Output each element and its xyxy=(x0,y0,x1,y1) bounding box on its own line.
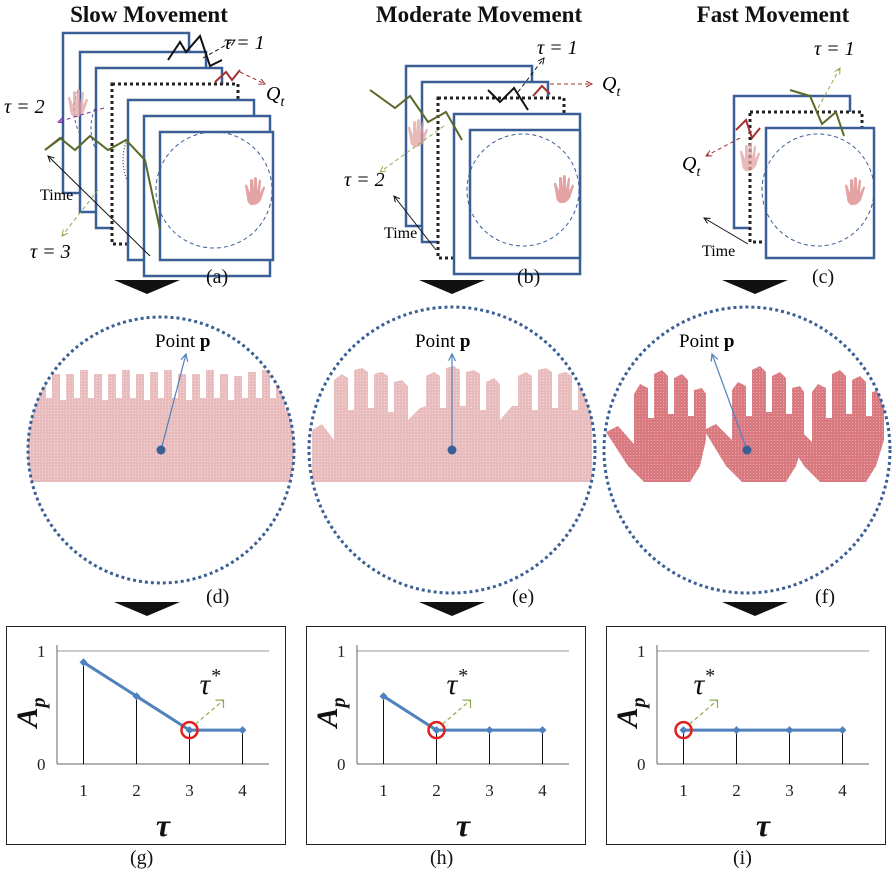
tau2-label-slow: τ = 2 xyxy=(4,96,45,118)
data-point xyxy=(732,726,741,735)
data-point xyxy=(79,658,88,667)
x-tick-label: 4 xyxy=(538,781,547,800)
y-axis-label: Ap xyxy=(611,697,650,729)
down-arrow-b xyxy=(419,280,485,294)
chart-g: 0 1 τ* 1 2 3 4 τ Ap xyxy=(11,642,269,843)
chart-h: 0 1 τ* 1 2 3 4 τ Ap xyxy=(311,642,569,843)
chart-i-box: 0 1 τ* 1 2 3 4 τ Ap xyxy=(606,626,886,845)
label-f: (f) xyxy=(815,586,835,608)
qt-label-fast: Qt xyxy=(682,153,701,180)
y-axis-label: Ap xyxy=(11,697,50,729)
tau-star-arrowhead xyxy=(215,699,225,709)
y-tick-label: 1 xyxy=(37,642,46,661)
x-tick-label: 1 xyxy=(79,781,88,800)
x-tick-label: 2 xyxy=(732,781,741,800)
tau-star-label: τ* xyxy=(200,665,221,701)
tau-star-highlight xyxy=(674,720,693,740)
point-p-label-moderate: Point p xyxy=(415,331,470,352)
qt-label-slow: Qt xyxy=(266,83,285,110)
hand-circles-diagram: Point p Point p Point p xyxy=(26,305,892,616)
x-tick-label: 1 xyxy=(379,781,388,800)
label-i: (i) xyxy=(733,847,752,869)
point-p-marker-fast xyxy=(742,445,752,455)
x-tick-label: 4 xyxy=(238,781,247,800)
x-axis-label: τ xyxy=(456,807,472,843)
tau2-label-moderate: τ = 2 xyxy=(344,169,385,191)
y-axis-label: Ap xyxy=(311,697,350,729)
chart-i: 0 1 τ* 1 2 3 4 τ Ap xyxy=(611,642,869,843)
chart-h-box: 0 1 τ* 1 2 3 4 τ Ap xyxy=(306,626,586,845)
x-tick-label: 2 xyxy=(432,781,441,800)
x-tick-label: 2 xyxy=(132,781,141,800)
x-tick-label: 3 xyxy=(785,781,794,800)
data-point xyxy=(379,692,388,701)
tau-star-arrowhead xyxy=(709,699,719,709)
data-point xyxy=(538,726,547,735)
data-point xyxy=(432,726,441,735)
down-arrow-f xyxy=(722,602,788,616)
tau-star-arrow xyxy=(689,699,718,725)
label-h: (h) xyxy=(430,847,454,869)
data-point xyxy=(679,726,688,735)
qt-label-moderate: Qt xyxy=(602,73,621,100)
tau-star-label: τ* xyxy=(694,665,715,701)
y-tick-label: 0 xyxy=(37,755,46,774)
hand-overlap-slow xyxy=(26,315,296,585)
tau-star-highlight xyxy=(180,720,199,740)
x-tick-label: 4 xyxy=(838,781,847,800)
title-slow-movement: Slow Movement xyxy=(70,2,228,27)
data-point xyxy=(485,726,494,735)
label-g: (g) xyxy=(130,847,154,869)
y-tick-label: 1 xyxy=(637,642,646,661)
y-tick-label: 0 xyxy=(337,755,346,774)
x-tick-label: 3 xyxy=(185,781,194,800)
point-p-marker-moderate xyxy=(447,445,457,455)
frame-stack-fast xyxy=(704,68,876,260)
tau1-label-slow: τ = 1 xyxy=(224,32,265,54)
y-tick-label: 0 xyxy=(637,755,646,774)
series-line xyxy=(82,661,243,732)
y-tick-label: 1 xyxy=(337,642,346,661)
time-label-slow: Time xyxy=(40,187,73,204)
data-point xyxy=(185,726,194,735)
series-line xyxy=(382,694,543,732)
x-tick-label: 3 xyxy=(485,781,494,800)
down-arrow-c xyxy=(722,280,788,294)
label-c: (c) xyxy=(812,266,835,288)
time-label-moderate: Time xyxy=(384,225,417,242)
tau1-label-moderate: τ = 1 xyxy=(537,37,578,59)
tau3-label-slow: τ = 3 xyxy=(30,241,71,263)
down-arrow-d xyxy=(114,602,180,616)
point-p-label-slow: Point p xyxy=(155,331,210,352)
frame-stack-slow xyxy=(44,31,275,278)
tau-star-label: τ* xyxy=(447,665,468,701)
title-moderate-movement: Moderate Movement xyxy=(375,2,583,27)
tau-star-arrowhead xyxy=(462,699,472,709)
tau-star-arrow xyxy=(195,699,224,725)
tau1-label-fast: τ = 1 xyxy=(814,38,855,60)
point-p-marker-slow xyxy=(156,445,166,455)
data-point xyxy=(785,726,794,735)
label-d: (d) xyxy=(206,586,230,608)
label-b: (b) xyxy=(517,266,541,288)
down-arrow-a xyxy=(114,280,180,294)
data-point xyxy=(238,726,247,735)
x-tick-label: 1 xyxy=(679,781,688,800)
tau-star-highlight xyxy=(427,720,446,740)
title-fast-movement: Fast Movement xyxy=(696,2,850,27)
label-a: (a) xyxy=(206,266,229,288)
chart-g-box: 0 1 τ* 1 2 3 4 τ Ap xyxy=(6,626,286,845)
data-point xyxy=(838,726,847,735)
hand-overlap-fast xyxy=(602,305,892,595)
x-axis-label: τ xyxy=(156,807,172,843)
down-arrow-e xyxy=(419,602,485,616)
time-label-fast: Time xyxy=(702,243,735,260)
label-e: (e) xyxy=(512,586,535,608)
point-p-label-fast: Point p xyxy=(679,331,734,352)
frame-stacks-diagram: τ = 1 Qt τ = 2 Time τ = 3 τ = 1 Qt τ = 2… xyxy=(4,31,876,294)
x-axis-label: τ xyxy=(756,807,772,843)
frame-stack-moderate xyxy=(369,58,592,276)
data-point xyxy=(132,692,141,701)
tau-star-arrow xyxy=(442,699,471,725)
